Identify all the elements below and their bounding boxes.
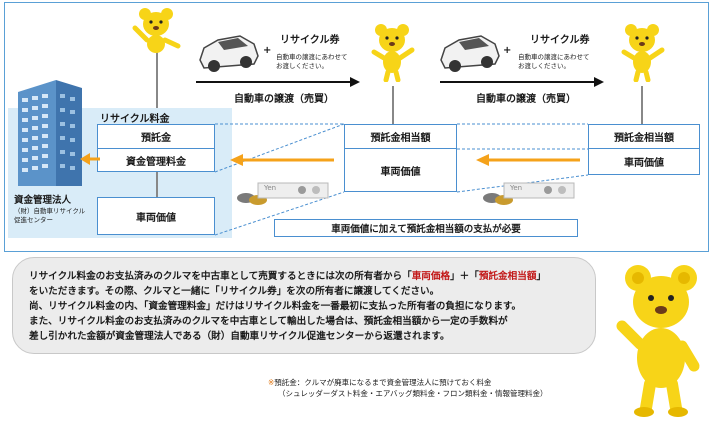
ticket-note-1a: 自動車の譲渡にあわせて xyxy=(276,53,348,61)
transfer-label-2: 自動車の譲渡（売買） xyxy=(476,94,576,105)
connector-line-left-bottom xyxy=(156,171,158,199)
ticket-note-2a: 自動車の譲渡にあわせて xyxy=(518,53,590,61)
orange-arrow-mgmt xyxy=(80,153,100,165)
note-line-3: 尚、リサイクル料金の内、「資金管理料金」だけはリサイクル料金を一番最初に支払った… xyxy=(29,301,522,312)
car-icon-1 xyxy=(199,35,259,72)
deposit-box: 預託金 xyxy=(97,124,215,149)
footnote-mark: ※ xyxy=(268,378,275,387)
footnote-line-2: （シュレッダーダスト料金・エアバッグ類料金・フロン類料金・情報管理料金） xyxy=(278,389,548,398)
left-vehicle-price-box: 車両価値 xyxy=(97,197,215,235)
right-deposit-equiv-box: 預託金相当額 xyxy=(588,124,700,149)
money-icon-right: Yen xyxy=(482,181,578,205)
middle-vehicle-price-box: 車両価値 xyxy=(344,148,457,192)
transfer-arrow-2 xyxy=(440,77,604,87)
plus-sign-1: + xyxy=(263,45,272,56)
bear-mascot-icon-2 xyxy=(371,24,415,82)
right-vehicle-price-box: 車両価値 xyxy=(588,148,700,175)
plus-sign-2: + xyxy=(503,45,512,56)
yen-label: Yen xyxy=(510,184,523,192)
explanation-note: リサイクル料金のお支払済みのクルマを中古車として売買するときには次の所有者から「… xyxy=(12,257,596,354)
ticket-label-1: リサイクル券 xyxy=(280,35,340,46)
footnote: ※預託金：クルマが廃車になるまで資金管理法人に預けておく料金 （シュレッダーダス… xyxy=(268,377,548,399)
transfer-label-1: 自動車の譲渡（売買） xyxy=(234,94,334,105)
connector-line-middle xyxy=(392,86,394,124)
payment-required-bar: 車両価値に加えて預託金相当額の支払が必要 xyxy=(274,219,578,237)
money-icon-left: Yen xyxy=(236,181,332,205)
deposit-equiv-highlight: 預託金相当額 xyxy=(478,271,537,282)
org-subtitle-1: （財）自動車リサイクル xyxy=(14,207,86,215)
note-line-2: をいただきます。その際、クルマと一緒に「リサイクル券」を次の所有者に譲渡してくだ… xyxy=(29,286,440,297)
org-subtitle-2: 促進センター xyxy=(14,216,53,224)
transfer-arrow-1 xyxy=(196,77,360,87)
note-line-1: リサイクル料金のお支払済みのクルマを中古車として売買するときには次の所有者から「… xyxy=(29,271,547,282)
bear-mascot-icon-1 xyxy=(132,8,181,53)
yen-label: Yen xyxy=(264,184,277,192)
footnote-line-1: ※預託金：クルマが廃車になるまで資金管理法人に預けておく料金 xyxy=(268,378,492,387)
building-icon xyxy=(18,80,82,186)
note-line-4: また、リサイクル料金のお支払済みのクルマを中古車として輸出した場合は、預託金相当… xyxy=(29,316,508,327)
note-line-5: 差し引かれた金額が資金管理法人である（財）自動車リサイクル促進センターから返還さ… xyxy=(29,331,450,342)
car-icon-2 xyxy=(440,35,500,72)
bear-mascot-icon-3 xyxy=(621,24,665,82)
ticket-label-2: リサイクル券 xyxy=(530,35,590,46)
orange-arrow-left xyxy=(230,154,334,166)
dashed-connectors xyxy=(214,123,589,236)
ticket-note-2b: お渡しください。 xyxy=(518,62,570,70)
ticket-note-1b: お渡しください。 xyxy=(276,62,328,70)
recycle-fee-header: リサイクル料金 xyxy=(100,114,170,125)
org-title: 資金管理法人 xyxy=(14,195,72,206)
bear-mascot-large-icon xyxy=(616,265,700,417)
vehicle-price-highlight: 車両価格 xyxy=(411,271,451,282)
connector-line-right xyxy=(641,86,643,124)
connector-line-left xyxy=(156,42,158,108)
orange-arrow-right xyxy=(476,154,580,166)
mgmt-fee-box: 資金管理料金 xyxy=(97,148,215,172)
